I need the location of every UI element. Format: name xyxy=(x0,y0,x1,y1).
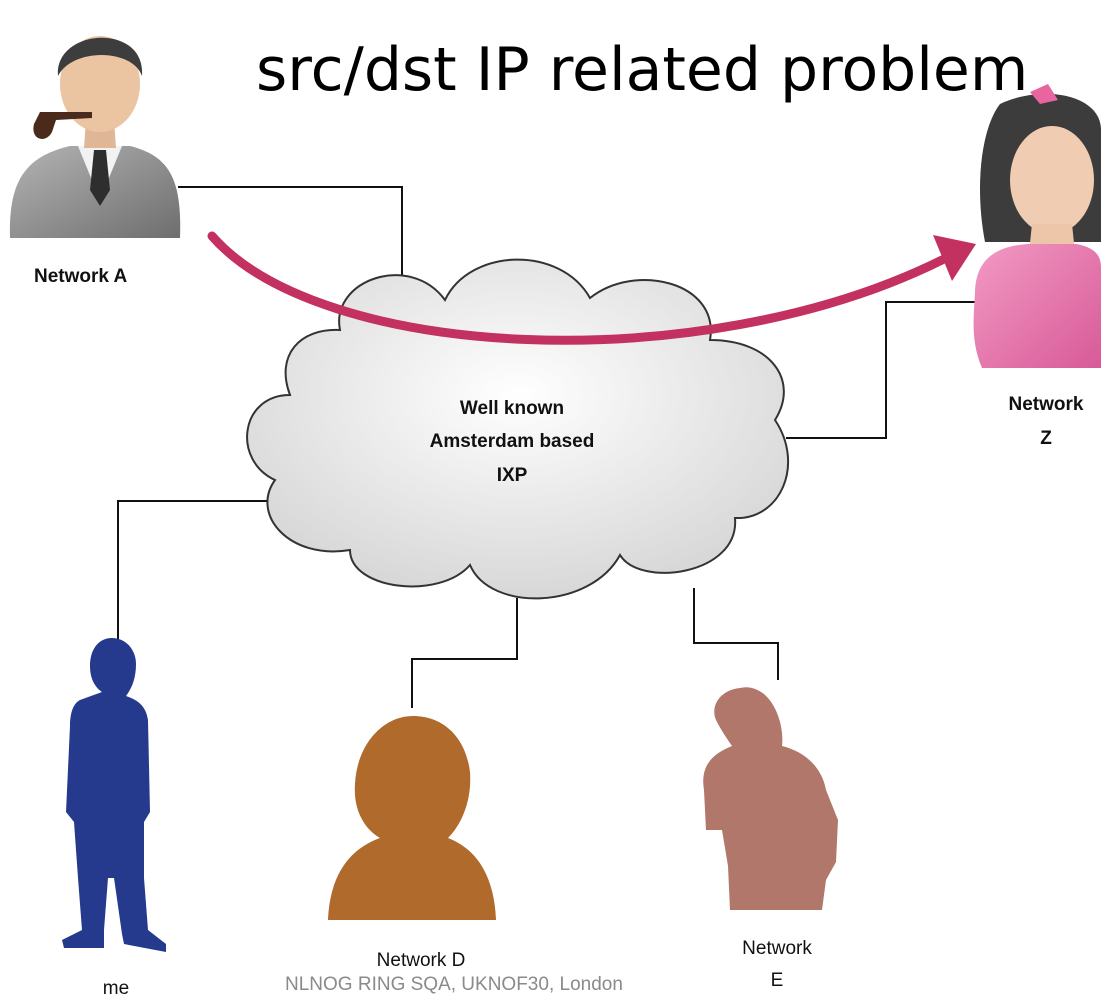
ixp-label-line1: Well known xyxy=(459,398,565,419)
network-e-silhouette-icon xyxy=(703,687,838,910)
ixp-label-line2: Amsterdam based xyxy=(429,431,595,452)
network-z-face xyxy=(1010,126,1094,234)
traffic-arrow-head xyxy=(933,235,976,281)
link-network-e xyxy=(693,588,779,680)
pipe-icon xyxy=(33,112,92,139)
network-a-tie xyxy=(90,150,110,206)
traffic-arrow-icon xyxy=(207,231,976,345)
network-e-label-line1: Network xyxy=(742,938,812,959)
network-a-avatar-icon xyxy=(9,36,181,238)
link-network-z xyxy=(786,301,980,439)
network-z-avatar-icon xyxy=(973,84,1101,368)
network-z-label-line1: Network xyxy=(1008,394,1084,415)
me-silhouette-icon xyxy=(62,638,166,952)
link-network-d xyxy=(411,598,518,708)
network-z-hair-bow xyxy=(1030,84,1058,104)
slide-footer: NLNOG RING SQA, UKNOF30, London xyxy=(285,974,623,995)
network-e-label-line2: E xyxy=(770,970,784,991)
network-d-silhouette-icon xyxy=(328,716,496,920)
me-label: me xyxy=(102,978,130,999)
network-d-label: Network D xyxy=(376,950,466,971)
network-a-face xyxy=(60,36,140,132)
network-z-top xyxy=(973,244,1101,368)
link-me xyxy=(117,500,308,640)
connector-lines xyxy=(117,186,980,708)
ixp-cloud xyxy=(246,258,790,600)
traffic-arrow-curve xyxy=(207,231,947,345)
network-a-label: Network A xyxy=(34,266,128,287)
network-a-hair xyxy=(57,37,143,76)
network-z-label-line2: Z xyxy=(1040,428,1052,449)
slide-title: src/dst IP related problem xyxy=(256,35,1029,105)
link-network-a xyxy=(178,186,403,318)
ixp-label-line3: IXP xyxy=(496,465,528,486)
